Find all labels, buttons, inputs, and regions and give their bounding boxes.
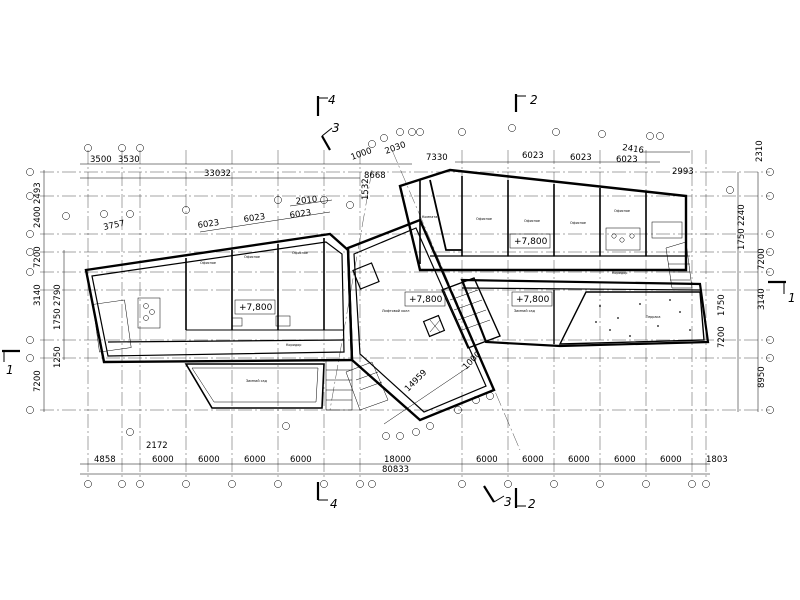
section-mark-1-left: 1 (6, 363, 14, 377)
elevation-mark-right-lower: +7,800 (516, 295, 550, 305)
dim-top-6023-c: 6023 (616, 155, 638, 165)
elevation-marks: +7,800 +7,800 +7,800 +7,800 (234, 233, 553, 315)
dim-bottom-6000-a: 6000 (152, 455, 174, 465)
svg-text:Зимний сад: Зимний сад (246, 379, 268, 383)
dim-bottom-6000-h: 6000 (614, 455, 636, 465)
dim-left-2400: 2400 (33, 206, 43, 228)
dim-bottom-6000-d: 6000 (290, 455, 312, 465)
dim-top-6023-b: 6023 (570, 153, 592, 163)
dim-bottom-6000-i: 6000 (660, 455, 682, 465)
dim-top-3500: 3500 (90, 155, 112, 165)
svg-text:Офисное: Офисное (244, 255, 260, 259)
dim-bottom-2172: 2172 (146, 441, 168, 451)
axis-bubbles (26, 124, 774, 488)
dim-inner-2010: 2010 (295, 195, 318, 207)
dim-left-2790: 2790 (53, 284, 63, 306)
dim-top-2416: 2416 (622, 143, 645, 156)
svg-text:Офисное: Офисное (614, 209, 630, 213)
svg-text:Зимний сад: Зимний сад (514, 309, 536, 313)
right-lower-block (460, 278, 710, 348)
dim-top-7330: 7330 (426, 153, 448, 163)
dim-left-7200-a: 7200 (33, 246, 43, 268)
left-wing (84, 232, 354, 364)
section-mark-2-top: 2 (530, 93, 538, 107)
dim-bottom-6000-b: 6000 (198, 455, 220, 465)
svg-text:Лифтовой холл: Лифтовой холл (382, 309, 409, 313)
dim-right-1750-a: 1750 (737, 228, 747, 250)
dim-bottom-total: 80833 (382, 465, 409, 475)
section-mark-2-bottom: 2 (528, 497, 536, 511)
dim-left-2493: 2493 (33, 182, 43, 204)
dim-bottom-6000-e: 6000 (476, 455, 498, 465)
dim-inner-3757: 3757 (103, 219, 126, 233)
section-marks: 1 1 2 2 3 3 4 4 (2, 93, 796, 511)
section-mark-4-top: 4 (328, 93, 336, 107)
dim-inner-6023-a: 6023 (197, 218, 220, 231)
dim-left-7200-b: 7200 (33, 370, 43, 392)
dim-bottom-18000: 18000 (384, 455, 411, 465)
elevation-mark-right-top: +7,800 (514, 237, 548, 247)
svg-text:Офисное: Офисное (200, 261, 216, 265)
svg-text:Офисное: Офисное (476, 217, 492, 221)
dim-top-33032: 33032 (204, 169, 231, 179)
svg-text:Офисное: Офисное (292, 251, 308, 255)
svg-text:Офисное: Офисное (570, 221, 586, 225)
dim-left-1250: 1250 (53, 346, 63, 368)
dim-bottom-4858: 4858 (94, 455, 116, 465)
dim-top-8668: 8668 (364, 171, 386, 181)
svg-text:Офисное: Офисное (524, 219, 540, 223)
dim-bottom-6000-c: 6000 (244, 455, 266, 465)
dim-bottom-6000-g: 6000 (568, 455, 590, 465)
svg-text:Терраса: Терраса (645, 315, 660, 319)
dim-bottom-6000-f: 6000 (522, 455, 544, 465)
section-mark-1-right: 1 (788, 291, 796, 305)
section-mark-4-bottom: 4 (330, 497, 338, 511)
section-mark-3-top: 3 (332, 121, 340, 135)
winter-garden-left (184, 359, 353, 411)
dim-top-1000: 1000 (350, 146, 374, 163)
elevation-mark-center: +7,800 (409, 295, 443, 305)
dim-left-3140: 3140 (33, 284, 43, 306)
dim-bottom-1803: 1803 (706, 455, 728, 465)
right-wing (398, 168, 693, 289)
dim-top-3530: 3530 (118, 155, 140, 165)
dim-inner-1532: 1532 (361, 178, 371, 200)
dim-inner-6023-c: 6023 (289, 208, 312, 221)
dim-inner-6023-b: 6023 (243, 212, 266, 225)
svg-text:Коридор: Коридор (286, 343, 301, 347)
dim-right-3140: 3140 (757, 288, 767, 310)
dim-right-1750-b: 1750 (717, 294, 727, 316)
dim-right-7200-b: 7200 (717, 326, 727, 348)
svg-text:Коридор: Коридор (612, 271, 627, 275)
dim-top-2030: 2030 (384, 140, 408, 157)
dim-right-2240: 2240 (737, 204, 747, 226)
dim-right-7200-a: 7200 (757, 248, 767, 270)
svg-text:Комната: Комната (422, 215, 437, 219)
dim-top-2310: 2310 (755, 140, 765, 162)
dim-inner-2993: 2993 (672, 167, 694, 177)
right-dimensions: 1750 2240 7200 1750 3140 7200 8950 (717, 172, 767, 412)
dim-diagonal-14959: 14959 (403, 368, 429, 394)
elevation-mark-left: +7,800 (239, 303, 273, 313)
section-mark-3-bottom: 3 (504, 495, 512, 509)
dim-right-8950: 8950 (757, 366, 767, 388)
dim-left-1750: 1750 (53, 308, 63, 330)
bottom-dimensions: 4858 2172 6000 6000 6000 6000 18000 6000… (80, 350, 728, 475)
axis-grid (40, 149, 770, 480)
left-dimensions: 2493 2400 3140 2790 1750 1250 7200 7200 (33, 170, 65, 412)
room-labels: Офисное Офисное Офисное Офисное Офисное … (200, 209, 660, 383)
dim-top-6023-a: 6023 (522, 151, 544, 161)
